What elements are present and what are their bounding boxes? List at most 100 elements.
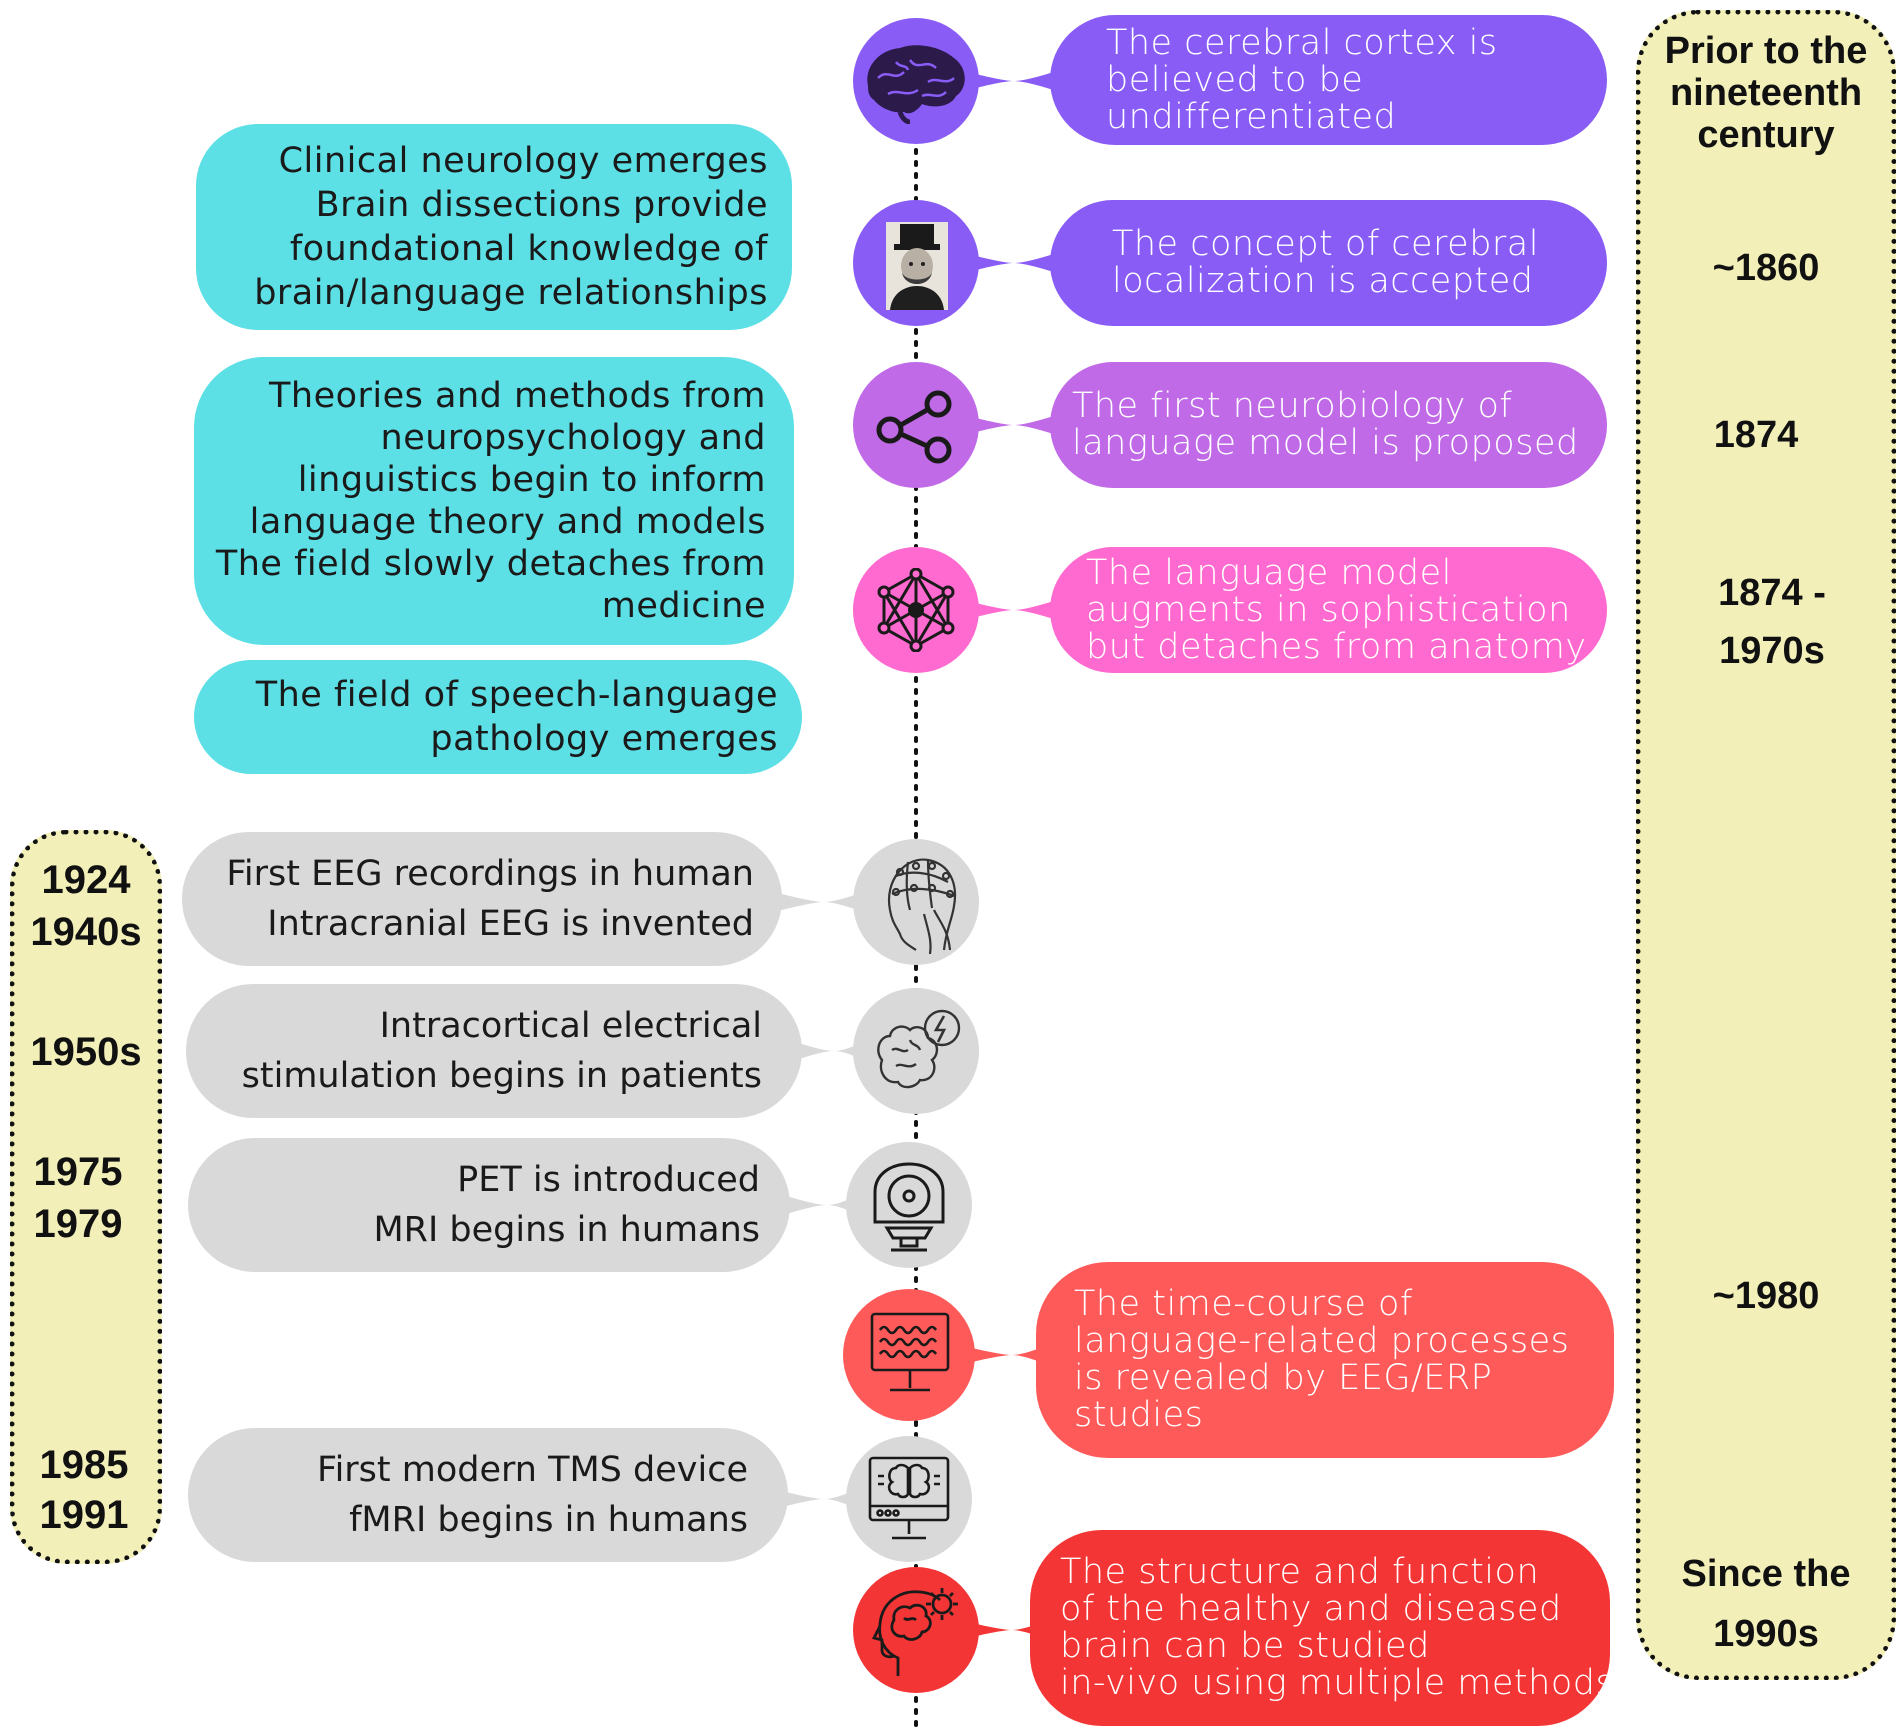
year-label: 1874 - 1970s bbox=[1652, 564, 1892, 680]
eeg-head-icon bbox=[870, 850, 966, 954]
left-year-box bbox=[10, 830, 162, 1564]
year-label: ~1980 bbox=[1646, 1274, 1886, 1318]
event-text-line: believed to be bbox=[1106, 59, 1364, 100]
year-label: ~1860 bbox=[1646, 246, 1886, 290]
year-label: 1950s bbox=[14, 1026, 158, 1078]
clinical-text-line: linguistics begin to inform bbox=[297, 460, 766, 500]
year-text-line: ~1980 bbox=[1712, 1275, 1820, 1317]
connector-stim bbox=[790, 1040, 866, 1062]
connector-eeg bbox=[770, 891, 866, 913]
clinical-text-line: foundational knowledge of bbox=[289, 229, 768, 269]
year-text-line: 1991 bbox=[39, 1493, 129, 1537]
year-text-line: century bbox=[1697, 114, 1835, 156]
event-text-line: The language model bbox=[1086, 552, 1452, 593]
event-text-line: augments in sophistication bbox=[1086, 589, 1571, 630]
node-5 bbox=[843, 1289, 975, 1421]
event-text-line: studies bbox=[1074, 1395, 1204, 1435]
year-text-line: 1874 bbox=[1713, 414, 1799, 456]
year-text-line: 1979 bbox=[33, 1202, 123, 1246]
event-text-line: but detaches from anatomy bbox=[1086, 626, 1587, 667]
connector-6 bbox=[955, 1619, 1050, 1641]
year-label: 1985 1991 bbox=[12, 1440, 156, 1540]
method-text-line: MRI begins in humans bbox=[373, 1210, 760, 1250]
neural-network-icon bbox=[874, 568, 958, 652]
monitor-waveform-icon bbox=[868, 1310, 952, 1400]
connector-1 bbox=[960, 70, 1060, 92]
method-text-line: Intracranial EEG is invented bbox=[267, 904, 754, 944]
event-text-line: in-vivo using multiple methods bbox=[1060, 1663, 1615, 1703]
tms-fmri-box: First modern TMS device fMRI begins in h… bbox=[188, 1428, 788, 1562]
event-text-line: language model is proposed bbox=[1072, 423, 1579, 463]
year-label: Since the 1990s bbox=[1646, 1544, 1886, 1664]
right-year-box bbox=[1636, 10, 1896, 1680]
brain-monitor-icon bbox=[866, 1454, 952, 1546]
clinical-text-line: Theories and methods from bbox=[269, 376, 766, 416]
event-eeg-erp-timecourse: The time-course of language-related proc… bbox=[1036, 1262, 1614, 1458]
event-text-line: localization is accepted bbox=[1112, 261, 1534, 301]
event-text-line: undifferentiated bbox=[1106, 96, 1397, 137]
method-text-line: First modern TMS device bbox=[316, 1450, 748, 1490]
year-label: 1975 1979 bbox=[6, 1146, 150, 1250]
clinical-text-line: Clinical neurology emerges bbox=[278, 141, 768, 181]
connector-3 bbox=[960, 414, 1060, 436]
year-text-line: 1975 bbox=[33, 1150, 123, 1194]
year-text-line: 1990s bbox=[1713, 1613, 1819, 1655]
right-connectors bbox=[955, 70, 1060, 1641]
method-text-line: stimulation begins in patients bbox=[241, 1056, 762, 1096]
clinical-text-line: Brain dissections provide bbox=[315, 185, 768, 225]
node-stim bbox=[853, 988, 979, 1114]
left-connectors bbox=[770, 891, 866, 1510]
pet-mri-box: PET is introduced MRI begins in humans bbox=[188, 1138, 790, 1272]
clinical-text-line: brain/language relationships bbox=[254, 273, 768, 313]
year-text-line: Prior to the bbox=[1664, 30, 1868, 72]
year-text-line: 1985 bbox=[39, 1443, 129, 1487]
year-text-line: 1940s bbox=[30, 910, 142, 954]
year-text-line: 1924 bbox=[41, 858, 131, 902]
connector-tms bbox=[770, 1488, 860, 1510]
method-text-line: fMRI begins in humans bbox=[349, 1500, 748, 1540]
node-tms bbox=[846, 1436, 972, 1562]
clinical-neurology-box: Clinical neurology emerges Brain dissect… bbox=[196, 124, 792, 330]
clinical-text-line: medicine bbox=[601, 586, 766, 626]
clinical-text-line: language theory and models bbox=[249, 502, 766, 542]
event-text-line: The first neurobiology of bbox=[1072, 386, 1513, 426]
year-label: Prior to the nineteenth century bbox=[1646, 30, 1886, 156]
event-text-line: The concept of cerebral bbox=[1112, 224, 1539, 264]
year-text-line: 1950s bbox=[30, 1030, 142, 1074]
event-text-line: The time-course of bbox=[1074, 1284, 1413, 1324]
event-text-line: brain can be studied bbox=[1060, 1626, 1430, 1666]
year-text-line: nineteenth bbox=[1669, 72, 1863, 114]
year-text-line: 1970s bbox=[1719, 630, 1825, 672]
neuropsychology-linguistics-box: Theories and methods from neuropsycholog… bbox=[194, 357, 794, 645]
connector-pet bbox=[780, 1194, 860, 1216]
intracortical-stimulation-box: Intracortical electrical stimulation beg… bbox=[186, 984, 802, 1118]
scanner-icon bbox=[865, 1158, 953, 1254]
event-text-line: The cerebral cortex is bbox=[1106, 22, 1498, 63]
clinical-text-line: The field of speech-language bbox=[255, 675, 778, 715]
network-share-icon bbox=[874, 388, 958, 466]
event-first-language-model: The first neurobiology of language model… bbox=[1050, 362, 1607, 488]
year-label: 1874 bbox=[1636, 413, 1876, 457]
event-cortex-undifferentiated: The cerebral cortex is believed to be un… bbox=[1050, 15, 1607, 145]
portrait-icon bbox=[886, 222, 948, 310]
event-text-line: The structure and function bbox=[1060, 1552, 1540, 1592]
speech-language-pathology-box: The field of speech-language pathology e… bbox=[194, 660, 802, 774]
event-text-line: of the healthy and diseased bbox=[1060, 1589, 1562, 1629]
method-text-line: Intracortical electrical bbox=[379, 1006, 762, 1046]
clinical-text-line: pathology emerges bbox=[430, 719, 778, 759]
eeg-recordings-box: First EEG recordings in human Intracrani… bbox=[182, 832, 782, 966]
node-pet bbox=[846, 1142, 972, 1268]
event-in-vivo-methods: The structure and function of the health… bbox=[1030, 1530, 1614, 1726]
event-text-line: language-related processes bbox=[1074, 1321, 1570, 1361]
event-language-model-sophistication: The language model augments in sophistic… bbox=[1050, 547, 1607, 673]
connector-4 bbox=[960, 599, 1060, 621]
year-text-line: ~1860 bbox=[1712, 247, 1820, 289]
head-gear-icon bbox=[868, 1580, 964, 1680]
brain-engraving-icon bbox=[860, 38, 972, 124]
brain-stimulation-icon bbox=[872, 1006, 964, 1096]
year-text-line: 1874 - bbox=[1718, 572, 1826, 614]
connector-2 bbox=[960, 252, 1060, 274]
clinical-text-line: The field slowly detaches from bbox=[215, 544, 766, 584]
year-label: 1924 1940s bbox=[14, 854, 158, 958]
event-cerebral-localization: The concept of cerebral localization is … bbox=[1050, 200, 1607, 326]
